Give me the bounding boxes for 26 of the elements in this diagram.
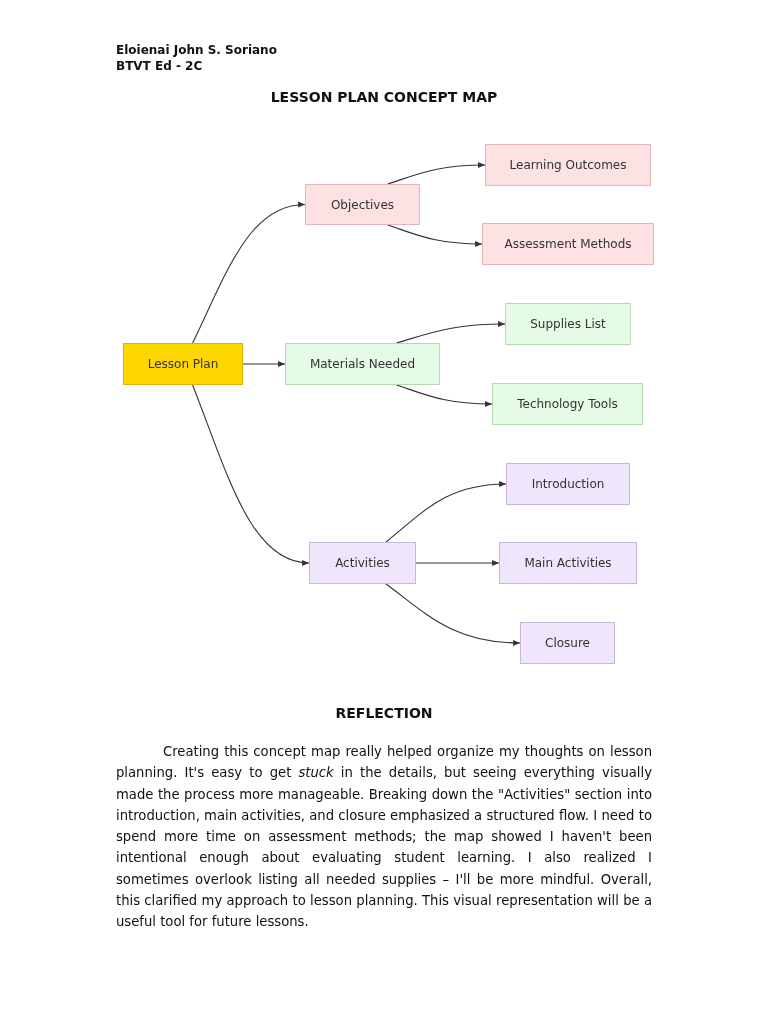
concept-box: Main Activities (499, 542, 637, 584)
arrow (387, 224, 483, 247)
reflection-paragraph: Creating this concept map really helped organize my thoughts on lesson planning. It's easy to get stuck in the details, but seeing everything visually made the process more manageable. Breaking down the "Activities" section into introduction, main activities, and closure emphasized a structured flow. I need to spend more time on assessment methods; the map showed I haven't been intentional enough about evaluating student learning. I also realized I sometimes overlook listing all needed supplies – I'll be more mindful. Overall, this clarified my approach to lesson planning. This visual representation will be a useful tool for future lessons. (116, 743, 652, 932)
arrow (396, 384, 493, 407)
concept-box: Introduction (506, 463, 630, 505)
page-title: LESSON PLAN CONCEPT MAP (270, 89, 498, 105)
concept-box: Supplies List (505, 303, 631, 345)
arrow (385, 481, 507, 543)
arrow (192, 202, 306, 344)
arrow (396, 321, 506, 344)
arrow (385, 583, 521, 646)
section-heading: REFLECTION (335, 705, 433, 721)
central-concept-box: Lesson Plan (123, 343, 243, 385)
author-name: Eloienai John S. Soriano (116, 43, 277, 57)
arrow (387, 162, 486, 185)
arrow (192, 384, 310, 566)
concept-box: Objectives (305, 184, 420, 225)
concept-box: Assessment Methods (482, 223, 654, 265)
concept-box: Activities (309, 542, 416, 584)
concept-box: Technology Tools (492, 383, 643, 425)
arrow (415, 559, 500, 567)
concept-box: Learning Outcomes (485, 144, 651, 186)
concept-box: Materials Needed (285, 343, 440, 385)
class-name: BTVT Ed - 2C (116, 59, 203, 73)
concept-box: Closure (520, 622, 615, 664)
arrow (242, 360, 286, 368)
